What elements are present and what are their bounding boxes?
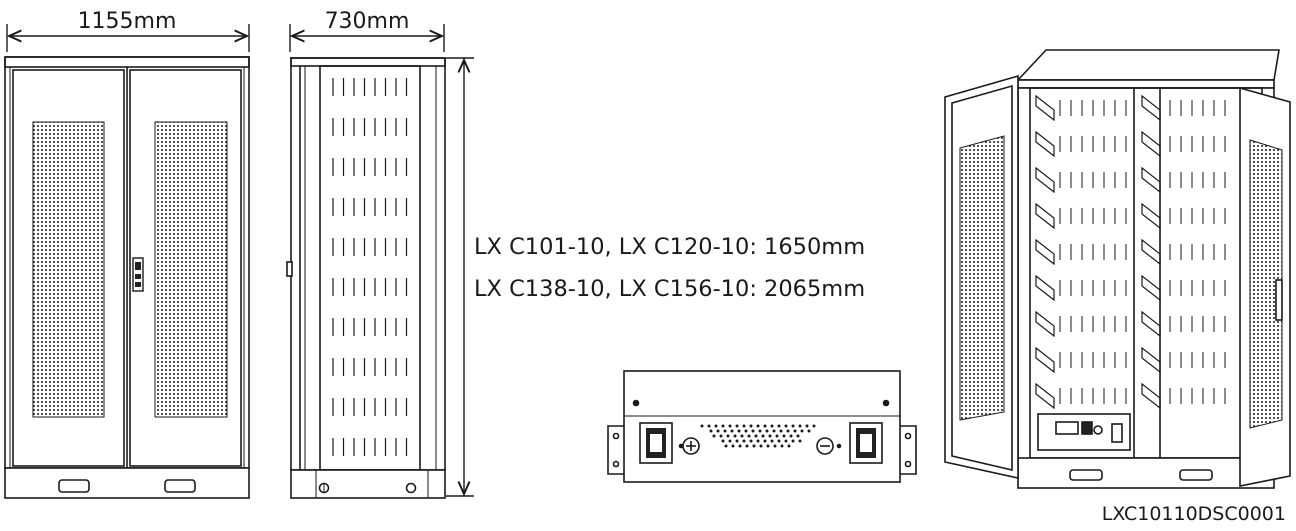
battery-module <box>607 370 917 483</box>
right-door-vent <box>1249 139 1283 429</box>
width-label: 1155mm <box>78 9 177 34</box>
front-view <box>4 24 250 499</box>
left-vent-panel <box>32 121 105 418</box>
left-door-vent <box>959 135 1005 421</box>
side-view <box>286 24 474 499</box>
height-spec-line-2: LX C138-10, LX C156-10: 2065mm <box>474 276 866 302</box>
open-cabinet <box>944 49 1291 489</box>
figure-code: LXC10110DSC0001 <box>1101 503 1286 525</box>
right-vent-panel <box>154 121 228 418</box>
depth-label: 730mm <box>325 9 410 34</box>
height-spec-line-1: LX C101-10, LX C120-10: 1650mm <box>474 234 866 260</box>
